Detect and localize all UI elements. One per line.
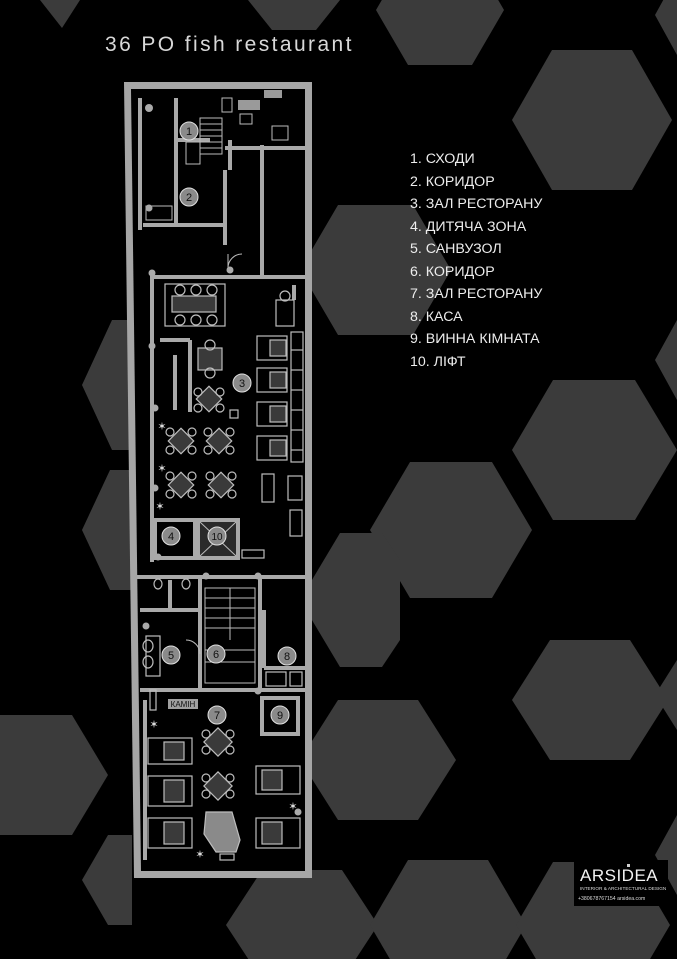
room-number: 7 [214, 710, 220, 722]
hexagon [655, 320, 677, 400]
kids-zone [153, 518, 197, 560]
diamond-table [167, 471, 195, 499]
room-marker-6 [206, 644, 226, 664]
logo-tagline: INTERIOR & ARCHITECTURAL DESIGN [580, 886, 667, 891]
room-marker-7 [207, 705, 227, 725]
hexagon [655, 660, 677, 730]
legend-item: 4. ДИТЯЧА ЗОНА [410, 218, 527, 235]
legend-item: 2. КОРИДОР [410, 173, 495, 190]
diamond-table [207, 471, 235, 499]
room-number: 3 [239, 378, 245, 390]
hexagon [512, 640, 668, 760]
hexagon [655, 815, 677, 895]
legend-item: 8. КАСА [410, 308, 463, 325]
room-marker-8 [277, 646, 297, 666]
fireplace-label: КАМІН [171, 700, 196, 709]
hexagon [248, 0, 340, 30]
legend-item: 3. ЗАЛ РЕСТОРАНУ [410, 196, 543, 212]
room-number: 5 [168, 650, 174, 662]
room-marker-3 [232, 373, 252, 393]
legend-item: 6. КОРИДОР [410, 263, 495, 280]
hexagon [0, 715, 108, 835]
plant-icon: ✶ [195, 848, 204, 861]
hexagon [512, 380, 677, 520]
hexagon [300, 205, 451, 335]
logo-accent [627, 864, 630, 867]
diamond-table [205, 427, 233, 455]
hexagon [512, 50, 672, 190]
room-number: 1 [186, 126, 192, 138]
plant-icon: ✶ [155, 500, 164, 513]
room-marker-4 [161, 526, 181, 546]
hexagon [300, 700, 456, 820]
room-marker-9 [270, 705, 290, 725]
room-number: 2 [186, 192, 192, 204]
plant-icon: ✶ [157, 420, 166, 433]
legend-item: 5. САНВУЗОЛ [410, 241, 502, 257]
hexagon [82, 320, 132, 450]
logo-contact: +380678767154 arsidea.com [578, 896, 646, 902]
hexagon [370, 462, 532, 598]
hexagon [370, 860, 526, 959]
room-number: 4 [168, 531, 174, 543]
legend-item: 1. СХОДИ [410, 151, 475, 167]
plant-icon: ✶ [288, 800, 297, 813]
bar-counter [290, 331, 304, 463]
page-title: 36 PO fish restaurant [105, 33, 354, 56]
room-marker-10 [207, 526, 227, 546]
hexagon [300, 533, 400, 667]
wine-room [260, 696, 300, 736]
legend-item: 9. ВИННА КІМНАТА [410, 331, 540, 347]
hexagon [82, 470, 132, 590]
room-marker-1 [179, 121, 199, 141]
room-number: 6 [213, 649, 219, 661]
plant-icon: ✶ [157, 462, 166, 475]
hexagon [376, 0, 504, 65]
room-legend: 1. СХОДИ 2. КОРИДОР 3. ЗАЛ РЕСТОРАНУ 4. … [410, 148, 542, 373]
room-number: 9 [277, 710, 283, 722]
room-marker-5 [161, 645, 181, 665]
legend-item: 10. ЛІФТ [410, 353, 466, 370]
room-marker-2 [179, 187, 199, 207]
legend-item: 7. ЗАЛ РЕСТОРАНУ [410, 286, 543, 302]
hexagon [40, 0, 80, 28]
dining-table [164, 283, 226, 327]
logo-name: ARSIDEA [580, 866, 659, 885]
dining-table [197, 347, 223, 371]
hexagon [655, 0, 677, 55]
diamond-table [195, 385, 223, 413]
hexagon [226, 870, 378, 959]
room-number: 8 [284, 651, 290, 663]
plant-icon: ✶ [149, 718, 158, 731]
hexagon [82, 835, 132, 925]
grand-piano [203, 811, 241, 853]
room-number: 10 [211, 532, 223, 543]
diamond-table [167, 427, 195, 455]
company-logo: ARSIDEA INTERIOR & ARCHITECTURAL DESIGN … [574, 860, 668, 906]
fireplace [168, 699, 198, 709]
